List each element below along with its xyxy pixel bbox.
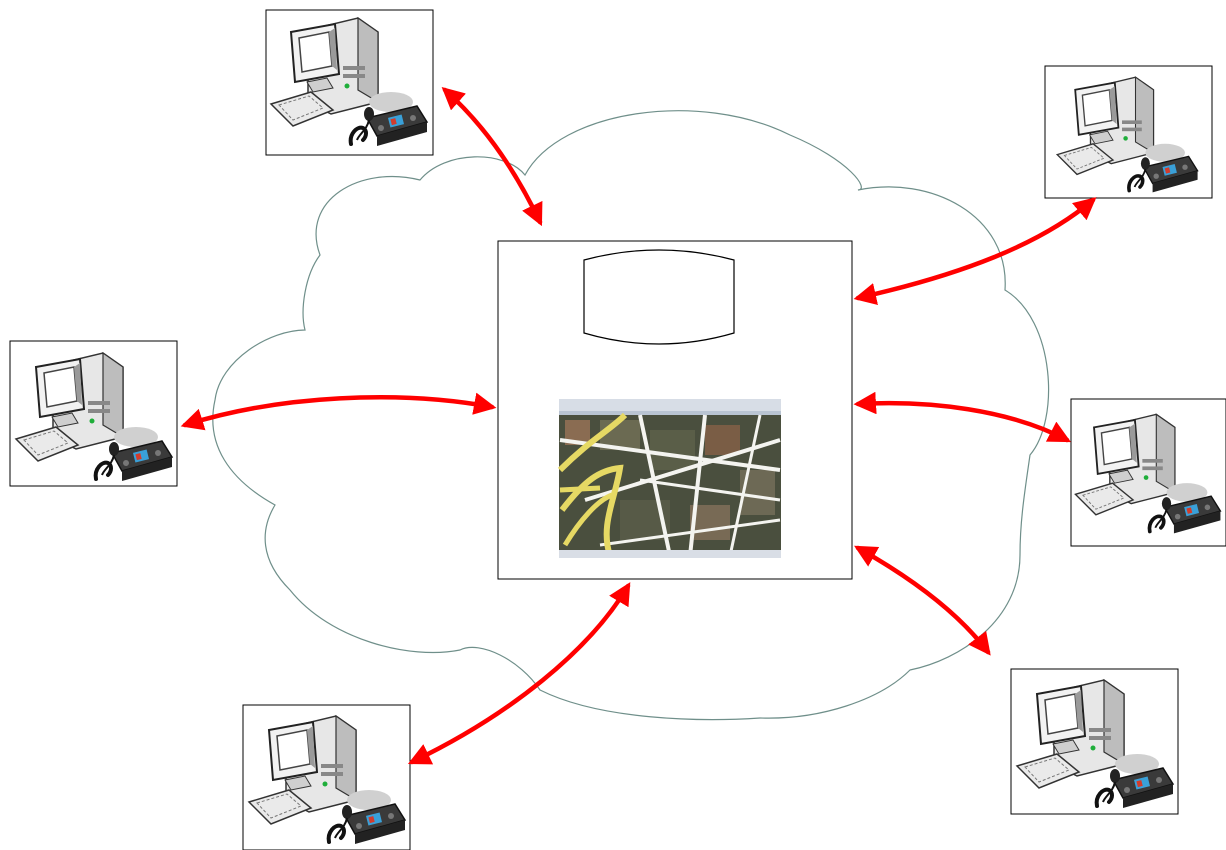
- client-top-left: [265, 9, 434, 156]
- database-icon: [583, 249, 735, 345]
- central-server: [497, 240, 853, 580]
- client-bottom-left: [242, 704, 411, 850]
- map-screenshot: [557, 399, 781, 558]
- arrow-client-right: [853, 391, 1071, 443]
- arrow-client-bottom-left: [407, 582, 631, 765]
- client-top-right: [1044, 65, 1213, 199]
- arrow-client-top-left: [441, 87, 543, 227]
- arrow-client-top-right: [853, 197, 1097, 306]
- client-right: [1070, 398, 1226, 547]
- client-bottom-right: [1010, 668, 1179, 815]
- client-left: [9, 340, 178, 487]
- arrow-client-left: [180, 392, 497, 431]
- arrow-client-bottom-right: [854, 545, 991, 656]
